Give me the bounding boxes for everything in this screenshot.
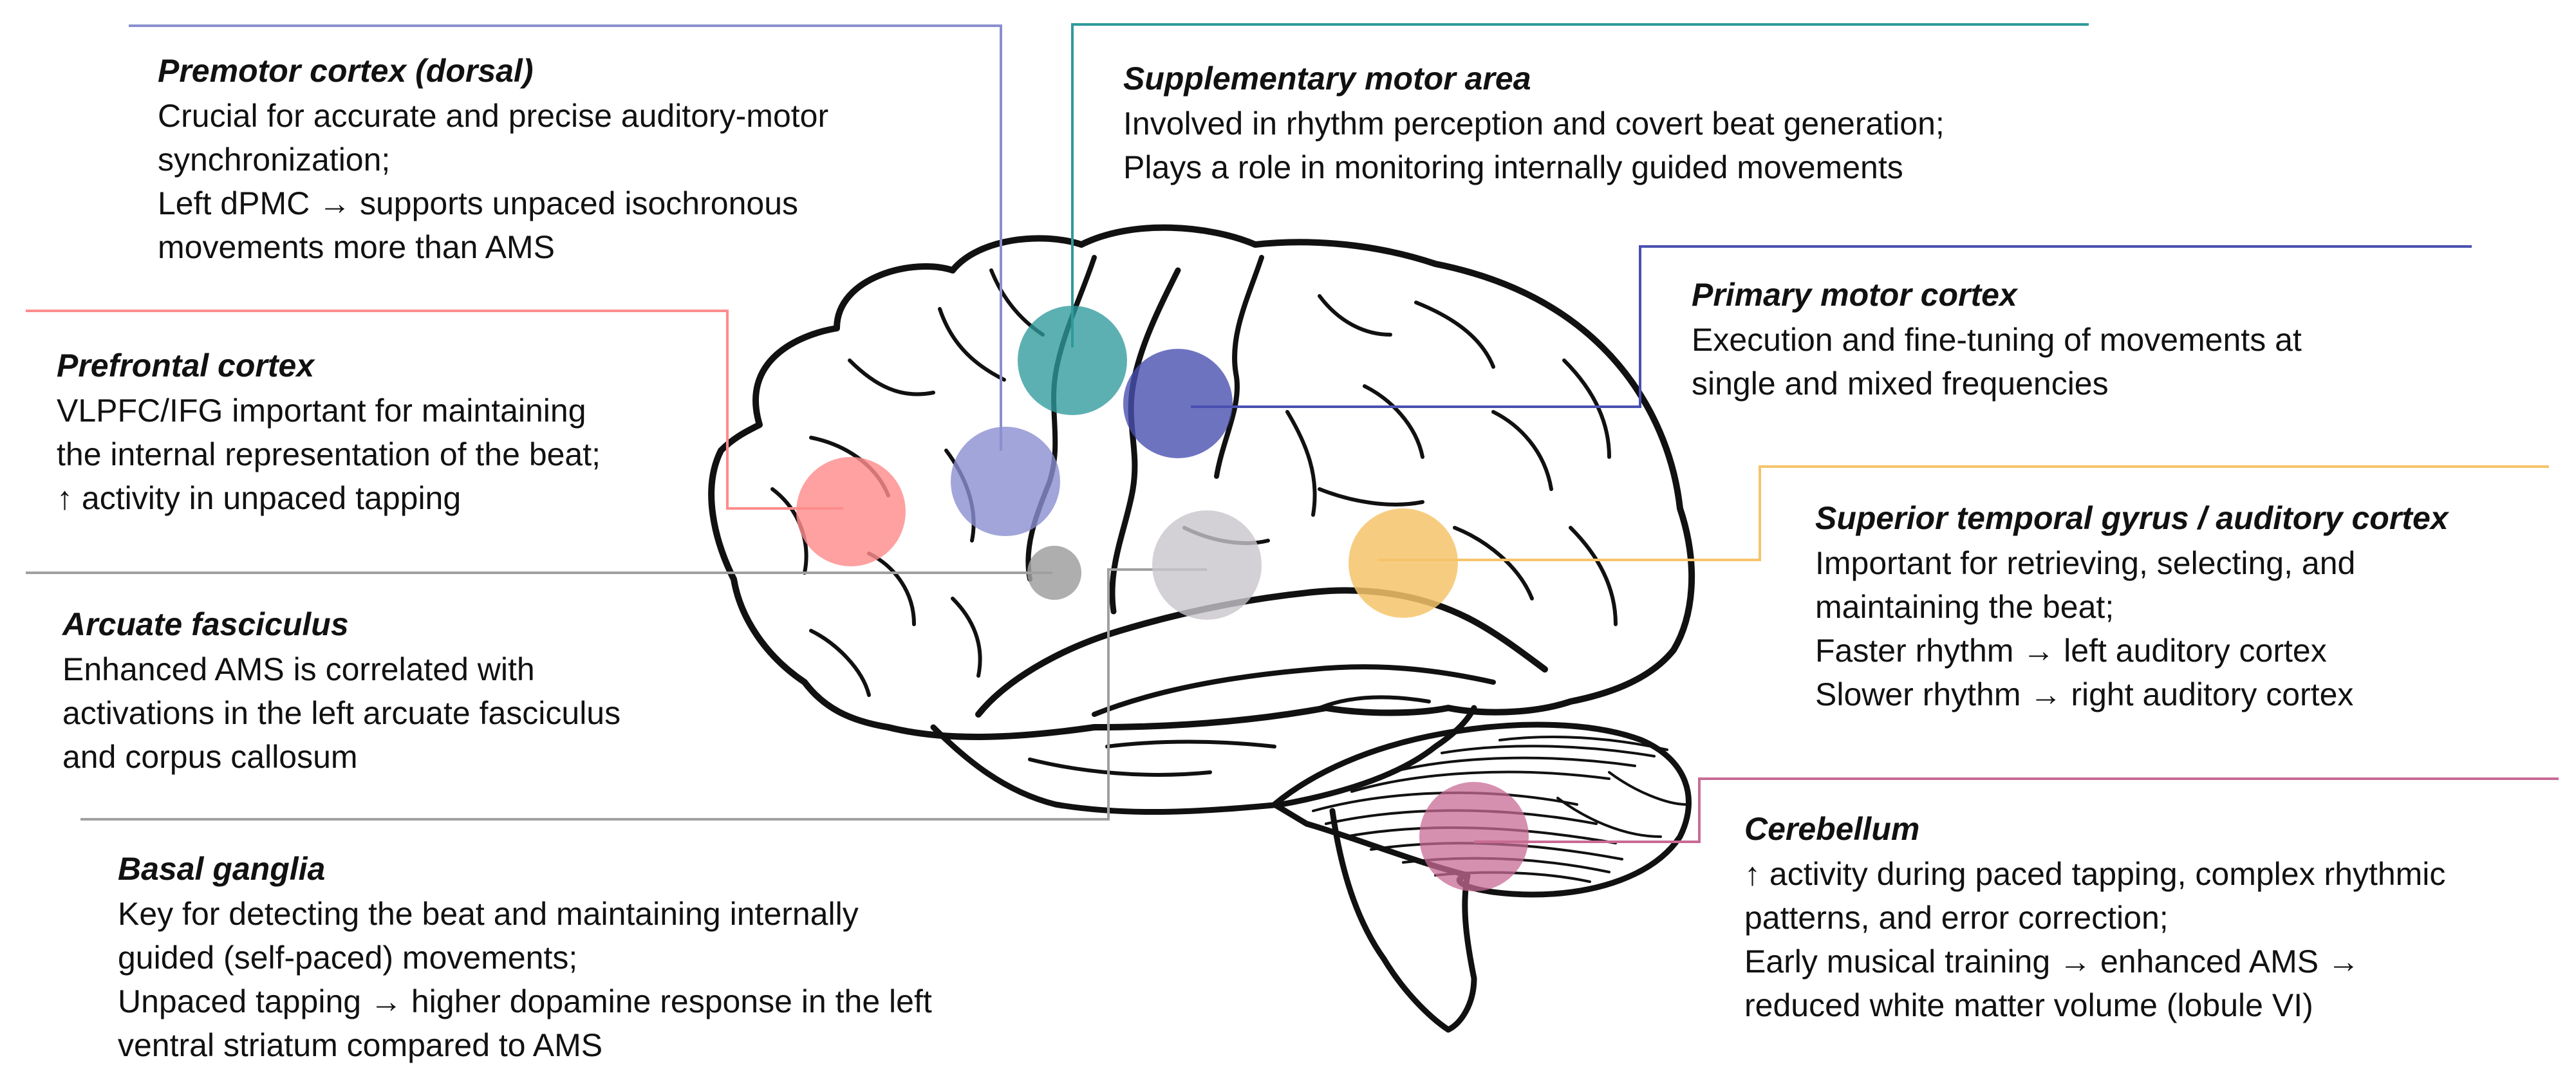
label-cerebellum: Cerebellum ↑ activity during paced tappi… <box>1744 810 2445 1027</box>
marker-basal-ganglia <box>1152 510 1262 620</box>
label-prefrontal-line: ↑ activity in unpaced tapping <box>57 480 462 516</box>
temporal-lobe-contour <box>930 705 1477 815</box>
marker-premotor <box>951 427 1060 536</box>
marker-sma <box>1018 306 1127 415</box>
label-arcuate-line: Enhanced AMS is correlated with <box>62 651 535 687</box>
marker-arcuate <box>1027 546 1081 600</box>
marker-superior-temporal <box>1349 508 1458 618</box>
label-sma: Supplementary motor area Involved in rhy… <box>1123 59 1945 189</box>
label-basal-ganglia-title: Basal ganglia <box>118 851 326 887</box>
label-basal-ganglia-line: Unpaced tapping → higher dopamine respon… <box>118 983 932 1019</box>
label-primary-motor-line: Execution and fine-tuning of movements a… <box>1692 322 2302 358</box>
label-superior-temporal-line: Important for retrieving, selecting, and <box>1815 545 2356 581</box>
label-cerebellum-title: Cerebellum <box>1744 811 1920 847</box>
label-sma-line: Involved in rhythm perception and covert… <box>1123 106 1945 142</box>
label-superior-temporal-line: Slower rhythm → right auditory cortex <box>1815 676 2354 712</box>
superior-temporal-sulcus <box>1092 664 1496 717</box>
label-basal-ganglia-line: Key for detecting the beat and maintaini… <box>118 896 859 932</box>
label-prefrontal-title: Prefrontal cortex <box>57 348 315 384</box>
central-sulcus <box>1109 267 1181 615</box>
marker-cerebellum <box>1419 782 1529 891</box>
label-sma-line: Plays a role in monitoring internally gu… <box>1123 149 1903 185</box>
connector-lines <box>26 23 2559 843</box>
label-arcuate-line: activations in the left arcuate fascicul… <box>62 695 621 731</box>
label-primary-motor: Primary motor cortex Execution and fine-… <box>1692 275 2302 405</box>
label-basal-ganglia: Basal ganglia Key for detecting the beat… <box>118 850 932 1067</box>
label-superior-temporal-line: Faster rhythm → left auditory cortex <box>1815 633 2327 669</box>
region-markers <box>796 306 1529 891</box>
label-prefrontal-line: VLPFC/IFG important for maintaining <box>57 393 586 429</box>
label-arcuate-line: and corpus callosum <box>62 739 358 775</box>
postcentral-sulcus <box>1214 255 1264 479</box>
label-premotor-line: movements more than AMS <box>158 229 555 265</box>
label-basal-ganglia-line: ventral striatum compared to AMS <box>118 1027 603 1063</box>
label-superior-temporal: Superior temporal gyrus / auditory corte… <box>1815 499 2449 716</box>
label-premotor-line: Left dPMC → supports unpaced isochronous <box>158 185 798 221</box>
primary-motor-connector <box>1191 245 2472 408</box>
marker-prefrontal <box>796 457 906 566</box>
label-primary-motor-line: single and mixed frequencies <box>1692 366 2109 402</box>
sma-connector <box>1071 23 2089 348</box>
label-superior-temporal-title: Superior temporal gyrus / auditory corte… <box>1815 500 2449 536</box>
label-sma-title: Supplementary motor area <box>1123 60 1531 97</box>
label-premotor-line: synchronization; <box>158 142 391 178</box>
label-cerebellum-line: patterns, and error correction; <box>1744 900 2169 936</box>
superior-temporal-connector <box>1377 465 2549 561</box>
cerebellum-connector <box>1474 777 2559 843</box>
precentral-sulcus <box>1025 255 1097 582</box>
brainstem <box>1329 808 1477 1033</box>
label-prefrontal: Prefrontal cortex VLPFC/IFG important fo… <box>57 346 601 520</box>
label-superior-temporal-line: maintaining the beat; <box>1815 589 2114 625</box>
label-premotor-title: Premotor cortex (dorsal) <box>158 53 534 89</box>
label-basal-ganglia-line: guided (self-paced) movements; <box>118 940 578 976</box>
label-cerebellum-line: ↑ activity during paced tapping, complex… <box>1744 856 2446 892</box>
label-prefrontal-line: the internal representation of the beat; <box>57 436 601 472</box>
label-cerebellum-line: reduced white matter volume (lobule VI) <box>1744 987 2313 1023</box>
label-primary-motor-title: Primary motor cortex <box>1692 277 2017 313</box>
label-premotor: Premotor cortex (dorsal) Crucial for acc… <box>158 51 828 269</box>
label-premotor-line: Crucial for accurate and precise auditor… <box>158 98 829 134</box>
prefrontal-connector <box>26 310 843 510</box>
sylvian-fissure <box>975 587 1548 718</box>
label-arcuate-title: Arcuate fasciculus <box>62 606 349 642</box>
cerebrum-outline <box>708 224 1695 740</box>
label-arcuate: Arcuate fasciculus Enhanced AMS is corre… <box>62 605 621 779</box>
marker-primary-motor <box>1123 349 1233 458</box>
premotor-connector <box>129 24 1002 451</box>
label-cerebellum-line: Early musical training → enhanced AMS → <box>1744 943 2360 980</box>
